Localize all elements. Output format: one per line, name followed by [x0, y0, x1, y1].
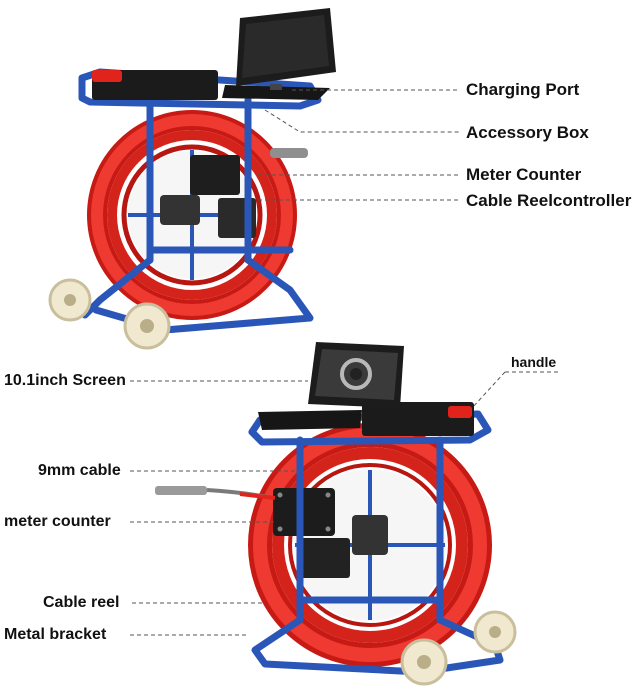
leader-lines — [130, 89, 560, 636]
label-charging-port: Charging Port — [466, 80, 580, 99]
top-probe — [270, 148, 308, 158]
bottom-inspection-unit — [155, 342, 517, 686]
top-monitor — [222, 8, 336, 100]
top-accessory-box — [92, 70, 218, 100]
leader-handle — [471, 371, 560, 409]
label-metal-bracket: Metal bracket — [4, 626, 107, 643]
bottom-meter-counter — [273, 488, 335, 536]
label-cable-reel: Cable reel — [43, 594, 120, 611]
top-meter-counter — [190, 155, 240, 195]
label-cable-reelcontroller: Cable Reelcontroller — [466, 191, 632, 210]
leader-accessory-box — [264, 109, 460, 133]
bottom-wheels — [400, 610, 517, 686]
bottom-monitor — [258, 342, 404, 430]
label-accessory-box: Accessory Box — [466, 123, 589, 142]
bottom-9mm-cable-probe — [155, 486, 276, 500]
label-screen: 10.1inch Screen — [4, 372, 126, 389]
bottom-accessory-box — [362, 402, 474, 436]
top-wheels — [48, 278, 171, 350]
label-handle: handle — [511, 354, 557, 370]
label-meter-counter-bottom: meter counter — [4, 513, 111, 530]
bottom-reel-controller — [300, 538, 350, 578]
top-hub — [160, 195, 200, 225]
label-9mm-cable: 9mm cable — [38, 462, 121, 479]
top-inspection-unit — [48, 8, 336, 350]
label-meter-counter-top: Meter Counter — [466, 165, 582, 184]
